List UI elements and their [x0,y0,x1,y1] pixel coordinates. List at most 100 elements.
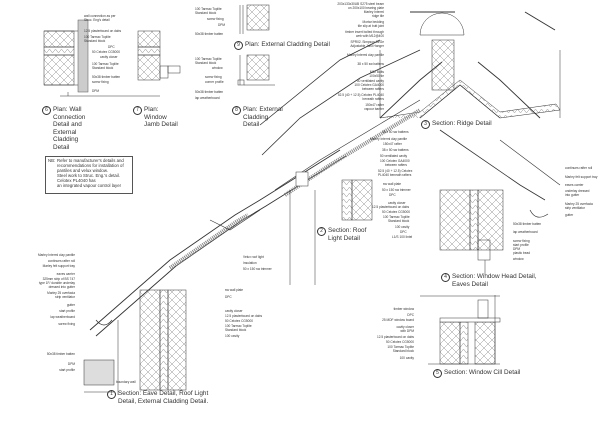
ridge-label: Adjustable Joist Hanger [350,44,384,48]
boundary-wall-label: boundary wall [116,380,136,384]
eaves-left-label: type 1F/ durable underlay [38,281,75,285]
rooflight-label: 38 x 50 sw battens [382,130,409,134]
plan9-label: DPM [218,23,226,27]
eaves-label: strip ventilator [565,206,585,210]
plan6-label: wall connection as per [84,14,116,18]
rooflight-label: cavity closer [388,201,406,205]
section1-label: 100 cavity [225,334,240,338]
eaves-left-label: start profile [59,309,75,313]
plan6-label: DPM [92,89,100,93]
note-line: pantiles and velux window. [57,168,108,173]
caption-8: 8 Plan: External Cladding Detail [232,106,284,129]
cill-label: Standard block [392,349,414,353]
ridge-label: Mortar bedding [362,20,384,24]
cill-label: 50 Celotex CG5000 [386,340,414,344]
plan9-label: screw fixing [207,17,224,21]
plan6-label: screw fixing [92,80,109,84]
ridge-label: vapour barrier [364,107,384,111]
section-5-window-cill [420,295,501,365]
rooflight-label: Standard block [388,219,410,223]
ridge-label: between rafters [362,87,384,91]
section1-label: 12.5 plasterboard on dabs [225,314,263,318]
rooflight-label: 150x47 rafter [383,142,402,146]
plan9-label: 50x38 timber batten [195,32,224,36]
caption-7: 7 Plan: Window Jamb Detail [133,106,181,129]
rooflight-label: 52.5 (40 + 12.5) Celotex [378,169,413,173]
eaves-left-label: dressed into gutter [48,285,75,289]
eaves-left-label: lap weatherboard [50,315,75,319]
caption-text: Plan: Wall Connection Detail and Externa… [53,106,86,151]
ridge-label: 203x133x30UB S275 steel beam [337,2,384,6]
plan9-label: 100 Tarmac Toplite [195,7,222,11]
caption-9: 9 Plan: External Cladding Detail [234,41,354,50]
detail-number: 5 [433,369,442,378]
rooflight-label: 100 cavity [395,225,410,229]
ridge-label: 38 x 50 sw battens [357,62,384,66]
detail-number: 7 [133,106,142,115]
ridge-label: SPR02. Simpson StrGe [350,40,384,44]
rooflight-label: 50 Celotex CG5000 [382,210,410,214]
plan8-label: Standard block [195,61,217,65]
eaves-left-label: eaves carrier [56,272,75,276]
ridge-label: timber insert bolted through [345,30,384,34]
plan8-label: corner profile [205,80,224,84]
cill-label: DPC [407,313,414,317]
plan8-label: lap weatherboard [195,96,220,100]
caption-3: 3 Section: Ridge Detail [421,120,521,129]
section1-label: sw wall plate [225,288,244,292]
eaves-left-label: gutter [66,303,75,307]
eaves-label: Marley felt support tray [565,175,598,179]
ridge-label: tile slip at butt joint [357,24,384,28]
plan-7-window-jamb [137,30,181,81]
rooflight-label: 100 Tarmac Toplite [383,215,410,219]
rooflight-label: 100 Celotex GA4000 [380,159,410,163]
cill-label: 25 MDF window board [382,318,414,322]
rooflight-label: Marley Interml clay pantile [370,137,408,141]
ridge-label: 150x47 rafter [365,103,384,107]
note-line: an integrated vapour control layer [57,183,122,188]
plan-9-cladding [239,4,270,34]
eaves-left-label: start profile [59,368,75,372]
caption-text: Plan: Window Jamb Detail [144,106,178,129]
ridge-section [379,11,561,119]
section-4-window-head [439,129,561,275]
section1-label: Insulation [243,261,257,265]
ridge-label: M12 Bolts [369,70,384,74]
plan6-label: cavity closer [100,55,118,59]
plan6-label: 100 Tarmac Toplite [92,62,119,66]
caption-text: Plan: External Cladding Detail [245,41,330,48]
detail-number: 8 [232,106,241,115]
caption-5: 5 Section: Window Cill Detail [433,369,543,378]
window-head-label: DPM [513,247,521,251]
ridge-label: web with M12@400 [355,34,384,38]
eaves-label: gutter [565,213,574,217]
plan6-label: 100 Tarmac Toplite [84,35,111,39]
plan6-label: 50x38 timber batten [92,75,121,79]
rooflight-label: sw wall plate [383,182,402,186]
detail-number: 6 [42,106,51,115]
caption-6: 6 Plan: Wall Connection Detail and Exter… [42,106,92,152]
plan-8-cladding [237,54,275,86]
note-line: Celotex PL4040 has [57,178,96,183]
window-head-label: start profile [513,243,529,247]
ridge-label: Marley Interml clay pantile [346,53,384,57]
detail-number: 1 [107,390,116,399]
cill-label: 100 Tarmac Toplite [387,345,414,349]
eaves-left-label: Marley felt support tray [42,264,75,268]
caption-text: Section: Window Head Detail, Eaves Detai… [452,273,537,288]
plan9-label: Standard block [195,11,217,15]
section1-label: 50 Celotex CG5000 [225,319,253,323]
plan6-label: Standard block [92,66,114,70]
section-1-roof [83,149,347,395]
section1-label: Standard block [225,328,247,332]
detail-number: 3 [421,120,430,129]
eaves-left-label: screw fixing [58,322,75,326]
ridge-label: beneath rafters [362,97,384,101]
section1-label: 50 x 150 sw trimmer [243,267,272,271]
ridge-label: 100 Celotex GA4000 [354,83,384,87]
caption-1: 1 Section: Eave Detail, Roof Light Detai… [107,390,222,405]
ridge-label: on 200x100 bearing plate [348,6,384,10]
plan8-label: screw fixing [205,75,222,79]
ridge-label: 52.5 (40 + 12.5) Celotex PL4040 [337,93,384,97]
